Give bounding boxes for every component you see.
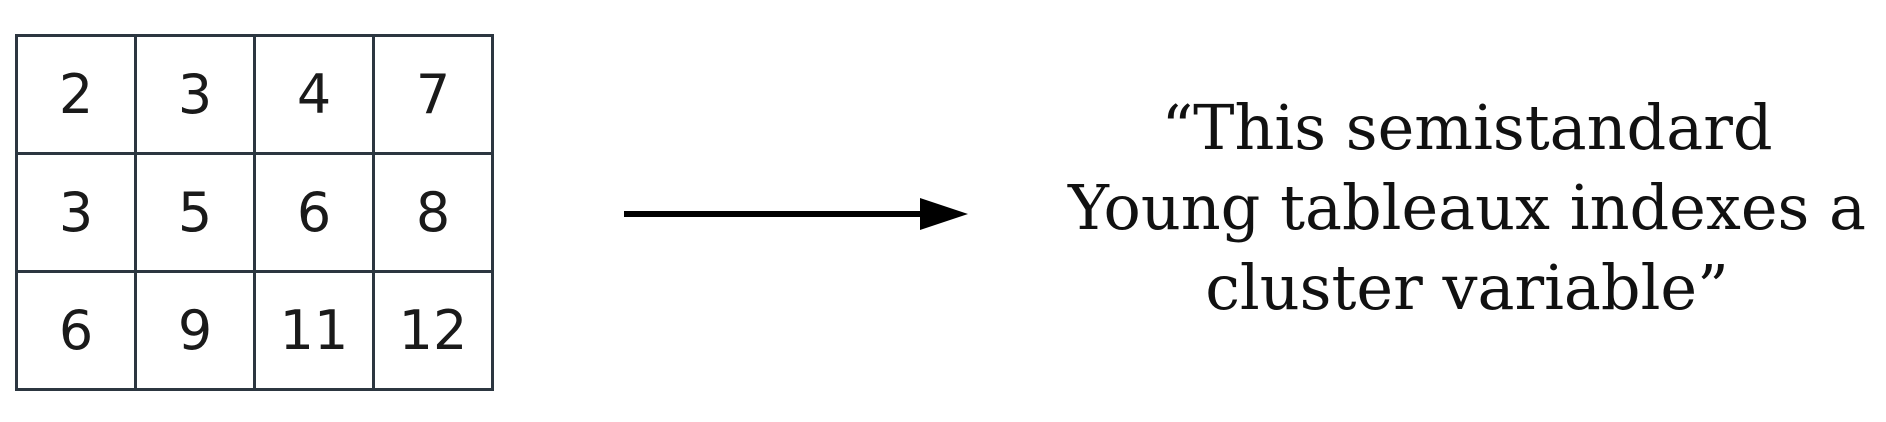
tableau-cell: 6 [15, 270, 137, 391]
tableau-cell: 6 [253, 152, 375, 273]
arrow-head [920, 198, 968, 230]
tableau-cell: 3 [15, 152, 137, 273]
right-arrow-icon [624, 198, 968, 230]
tableau-cell: 5 [134, 152, 256, 273]
tableau-cell: 4 [253, 34, 375, 155]
caption-text: “This semistandard Young tableaux indexe… [1067, 91, 1867, 324]
tableau-cell: 7 [372, 34, 494, 155]
tableau-cell: 12 [372, 270, 494, 391]
tableau-cell: 8 [372, 152, 494, 273]
tableau-cell: 11 [253, 270, 375, 391]
tableau-cell: 3 [134, 34, 256, 155]
tableau-cell: 2 [15, 34, 137, 155]
tableau-cell: 9 [134, 270, 256, 391]
